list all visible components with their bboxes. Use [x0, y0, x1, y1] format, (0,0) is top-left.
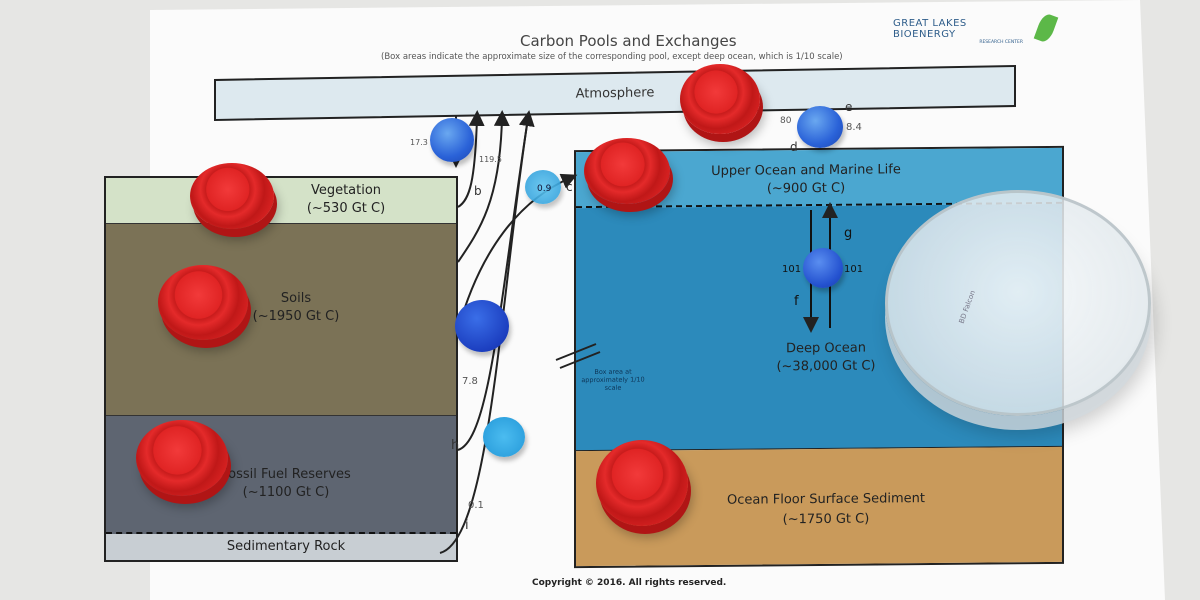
- handwritten-g: 101: [844, 264, 864, 275]
- red-bottle-cap[interactable]: [158, 265, 248, 340]
- logo-sub: RESEARCH CENTER: [979, 40, 1023, 45]
- blue-counter[interactable]: [525, 170, 561, 204]
- vegetation-box: Vegetation (~530 Gt C): [106, 178, 456, 224]
- red-bottle-cap[interactable]: [136, 420, 228, 496]
- vegetation-name: Vegetation: [310, 183, 382, 198]
- flow-label-h: h: [451, 438, 460, 453]
- handwritten-i: 0.1: [468, 500, 484, 511]
- blue-counter[interactable]: [430, 118, 474, 162]
- blue-counter[interactable]: [797, 106, 843, 148]
- handwritten-d: 80: [780, 116, 792, 126]
- flow-arrow-soil: [457, 110, 510, 263]
- petri-dish[interactable]: BD Falcon: [885, 190, 1151, 416]
- handwritten-h: 7.8: [462, 376, 478, 387]
- flow-label-g: g: [844, 226, 853, 241]
- flow-label-d: d: [790, 140, 798, 154]
- sedimentary-label: Sedimentary Rock: [226, 539, 346, 554]
- page-subtitle: (Box areas indicate the approximate size…: [381, 52, 843, 62]
- red-bottle-cap[interactable]: [596, 440, 688, 526]
- red-bottle-cap[interactable]: [680, 64, 760, 134]
- red-bottle-cap[interactable]: [584, 138, 670, 204]
- page-title: Carbon Pools and Exchanges: [520, 32, 737, 50]
- soils-name: Soils: [280, 291, 312, 306]
- petri-label: BD Falcon: [957, 289, 977, 325]
- handwritten-atm-up: 119.5: [479, 155, 502, 164]
- scale-break-mark: [555, 343, 601, 369]
- sedimentary-box: Sedimentary Rock: [106, 534, 456, 560]
- flow-arrow-b: [457, 110, 485, 208]
- soils-amount: (~1950 Gt C): [252, 309, 340, 324]
- flow-label-i: i: [465, 518, 469, 533]
- vegetation-amount: (~530 Gt C): [306, 201, 386, 216]
- flow-label-f: f: [794, 294, 799, 309]
- flow-label-c: c: [566, 180, 573, 194]
- blue-counter[interactable]: [803, 248, 843, 288]
- blue-counter[interactable]: [483, 417, 525, 457]
- red-bottle-cap[interactable]: [190, 163, 274, 229]
- fossil-amount: (~1100 Gt C): [242, 485, 330, 500]
- blue-counter[interactable]: [455, 300, 509, 352]
- handwritten-e: 8.4: [846, 122, 862, 133]
- flow-arrow-i: [439, 117, 529, 554]
- logo: GREAT LAKES BIOENERGY RESEARCH CENTER: [893, 18, 1033, 45]
- handwritten-a: 17.3: [410, 138, 428, 147]
- fossil-name: Fossil Fuel Reserves: [221, 467, 351, 482]
- logo-name: GREAT LAKES BIOENERGY: [893, 18, 967, 40]
- handwritten-f: 101: [782, 264, 802, 275]
- copyright: Copyright © 2016. All rights reserved.: [532, 578, 727, 588]
- flow-label-b: b: [474, 184, 482, 198]
- flow-label-e: e: [845, 100, 853, 114]
- handwritten-c: 0.9: [537, 184, 552, 194]
